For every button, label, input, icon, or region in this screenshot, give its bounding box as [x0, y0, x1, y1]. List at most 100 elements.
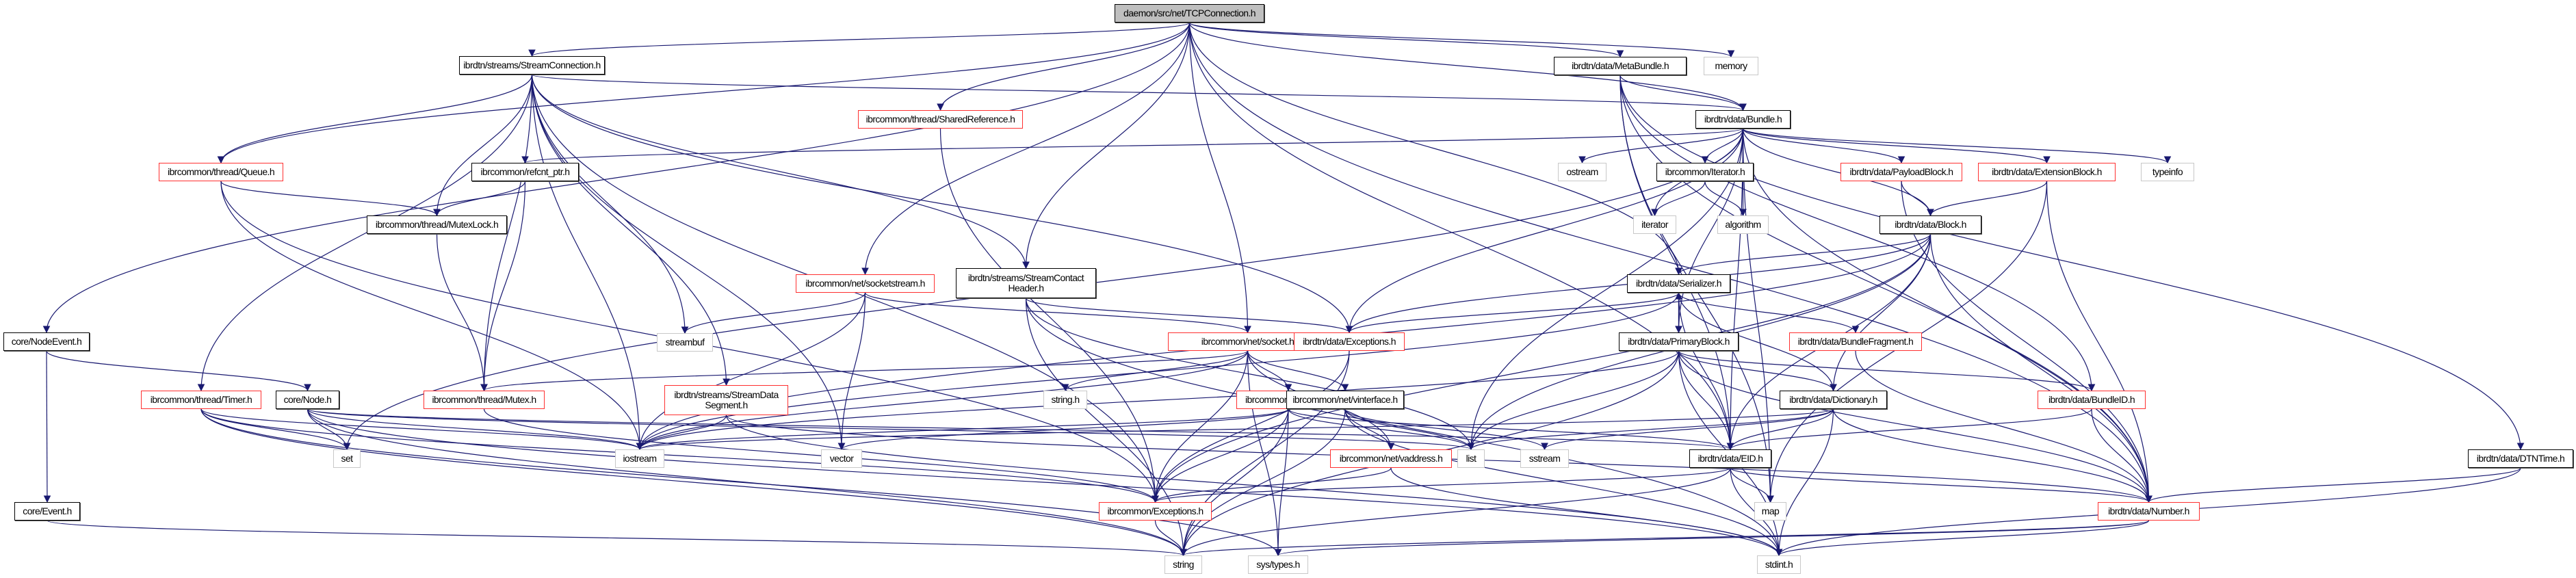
edge-serializer-to-dataexceptions — [1345, 292, 1680, 334]
edge-streamcontact-to-stdint — [1025, 298, 1783, 557]
edge-node-to-iostream — [307, 408, 644, 451]
node-bundle[interactable]: ibrdtn/data/Bundle.h — [1695, 110, 1791, 129]
node-core-event[interactable]: core/Event.h — [14, 502, 80, 521]
edge-extensionblock-to-block — [1927, 181, 2048, 217]
edge-timer-to-set — [200, 408, 351, 451]
node-primaryblock[interactable]: ibrdtn/data/PrimaryBlock.h — [1619, 332, 1739, 351]
node-core-node[interactable]: core/Node.h — [276, 391, 339, 409]
edge-dictionary-to-number — [1832, 408, 2152, 503]
node-data-exceptions[interactable]: ibrdtn/data/Exceptions.h — [1294, 332, 1405, 351]
edge-socket-to-iostream — [636, 350, 1249, 451]
edge-eid-to-string — [1180, 467, 1731, 557]
node-map: map — [1754, 502, 1786, 521]
node-streamdatasegment[interactable]: ibrdtn/streams/StreamData Segment.h — [664, 385, 788, 415]
edge-mutexlock-to-mutex — [436, 233, 488, 392]
edge-mutex-to-commonexceptions — [483, 408, 1159, 503]
node-timer[interactable]: ibrcommon/thread/Timer.h — [141, 391, 261, 409]
edge-vinterface-to-list — [1344, 408, 1475, 451]
edge-primaryblock-to-number — [1678, 350, 2152, 503]
edge-socket-to-mutex — [480, 350, 1249, 392]
node-bundlefragment[interactable]: ibrdtn/data/BundleFragment.h — [1789, 332, 1922, 351]
node-tcpconnection-root[interactable]: daemon/src/net/TCPConnection.h — [1115, 4, 1264, 23]
edge-nodeevent-to-node — [46, 350, 311, 392]
edge-tcpconnection-to-bundle — [1188, 22, 1747, 111]
edge-file-to-string — [1180, 408, 1289, 557]
edge-event-to-string — [47, 520, 1187, 557]
node-serializer[interactable]: ibrdtn/data/Serializer.h — [1627, 274, 1730, 293]
edge-eid-to-commonexceptions — [1152, 467, 1731, 503]
node-number[interactable]: ibrdtn/data/Number.h — [2098, 502, 2200, 521]
edge-iteratorh-to-algorithm — [1704, 181, 1747, 217]
node-extensionblock[interactable]: ibrdtn/data/ExtensionBlock.h — [1978, 163, 2116, 181]
edge-bundle-to-typeinfo — [1742, 128, 2172, 164]
edge-bundle-to-dataexceptions — [1345, 128, 1744, 334]
edge-eid-to-map — [1730, 467, 1774, 503]
node-payloadblock[interactable]: ibrdtn/data/PayloadBlock.h — [1840, 163, 1962, 181]
edge-bundle-to-ostream — [1578, 128, 1744, 164]
node-streamcontactheader[interactable]: ibrdtn/streams/StreamContact Header.h — [956, 268, 1096, 298]
edge-socket-to-systypes — [1247, 350, 1282, 557]
node-nodeevent[interactable]: core/NodeEvent.h — [3, 332, 90, 351]
edge-vinterface-to-string — [1180, 408, 1346, 557]
edge-timer-to-iostream — [200, 408, 644, 451]
node-dtntime[interactable]: ibrdtn/data/DTNTime.h — [2468, 449, 2573, 468]
edge-extensionblock-to-number — [2046, 181, 2152, 503]
node-queue[interactable]: ibrcommon/thread/Queue.h — [159, 163, 283, 181]
edge-tcpconnection-to-number — [1188, 22, 2152, 503]
edge-streamconnection-to-streamcontact — [531, 74, 1030, 270]
edge-vinterface-to-sstream — [1344, 408, 1548, 451]
edge-tcpconnection-to-streamcontact — [1022, 22, 1191, 270]
node-eid[interactable]: ibrdtn/data/EID.h — [1689, 449, 1771, 468]
node-ostream: ostream — [1558, 163, 1606, 181]
edge-file-to-iostream — [636, 408, 1289, 451]
edge-dataexceptions-to-string — [1180, 350, 1350, 557]
node-socketstream[interactable]: ibrcommon/net/socketstream.h — [796, 274, 935, 293]
edge-streamconnection-to-streamdatasegment — [531, 74, 730, 386]
edge-timer-to-string — [200, 408, 1187, 557]
edge-payloadblock-to-block — [1901, 181, 1934, 217]
node-vinterface[interactable]: ibrcommon/net/vinterface.h — [1286, 391, 1404, 409]
edge-vinterface-to-stdint — [1344, 408, 1783, 557]
node-set: set — [333, 449, 361, 468]
edge-dictionary-to-list — [1467, 408, 1834, 451]
node-common-exceptions[interactable]: ibrcommon/Exceptions.h — [1099, 502, 1212, 521]
node-vector: vector — [821, 449, 862, 468]
edge-dictionary-to-eid — [1726, 408, 1834, 451]
edge-bundleid-to-eid — [1726, 408, 2092, 451]
node-metabundle[interactable]: ibrdtn/data/MetaBundle.h — [1554, 57, 1687, 75]
edge-sharedreference-to-commonexceptions — [939, 128, 1159, 503]
node-iterator-header[interactable]: ibrcommon/Iterator.h — [1656, 163, 1754, 181]
edge-vinterface-to-vaddress — [1344, 408, 1395, 451]
edge-tcpconnection-to-socketstream — [861, 22, 1191, 276]
edge-tcpconnection-to-socket — [1188, 22, 1251, 334]
node-block[interactable]: ibrdtn/data/Block.h — [1879, 215, 1981, 234]
edge-bundle-to-block — [1742, 128, 1934, 217]
edge-block-to-serializer — [1675, 233, 1931, 276]
node-bundleid[interactable]: ibrdtn/data/BundleID.h — [2038, 391, 2146, 409]
edge-bundle-to-list — [1467, 128, 1744, 451]
node-dictionary[interactable]: ibrdtn/data/Dictionary.h — [1780, 391, 1887, 409]
edge-primaryblock-to-dictionary — [1678, 350, 1837, 392]
edge-streamconnection-to-queue — [217, 74, 533, 164]
node-vaddress[interactable]: ibrcommon/net/vaddress.h — [1330, 449, 1452, 468]
node-mutexlock[interactable]: ibrcommon/thread/MutexLock.h — [367, 215, 507, 234]
node-mutex[interactable]: ibrcommon/thread/Mutex.h — [424, 391, 545, 409]
node-streamconnection[interactable]: ibrdtn/streams/StreamConnection.h — [459, 56, 605, 75]
edge-vaddress-to-stdint — [1390, 467, 1783, 557]
edge-metabundle-to-dtntime — [1619, 75, 2525, 451]
edge-primaryblock-to-eid — [1678, 350, 1734, 451]
edge-bundle-to-eid — [1726, 128, 1744, 451]
node-sharedreference[interactable]: ibrcommon/thread/SharedReference.h — [858, 110, 1023, 129]
node-list: list — [1457, 449, 1485, 468]
node-typeinfo: typeinfo — [2141, 163, 2194, 181]
edge-bundle-to-iteratorh — [1701, 128, 1744, 164]
node-refcnt-ptr[interactable]: ibrcommon/refcnt_ptr.h — [471, 163, 579, 181]
edge-streamcontact-to-dataexceptions — [1025, 298, 1353, 334]
edge-streamconnection-to-timer — [197, 74, 533, 392]
edge-file-to-eid — [1288, 408, 1734, 451]
node-streambuf: streambuf — [657, 333, 713, 352]
edge-tcpconnection-to-metabundle — [1188, 22, 1624, 58]
edge-dictionary-to-sstream — [1541, 408, 1834, 451]
edge-bundle-to-number — [1742, 128, 2152, 503]
